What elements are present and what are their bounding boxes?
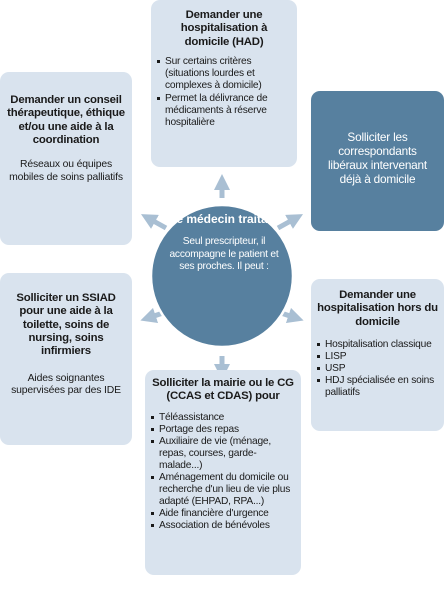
node-ssiad: Solliciter un SSIAD pour une aide à la t…: [0, 273, 132, 445]
list-item: Association de bénévoles: [151, 520, 295, 532]
list-item: USP: [317, 363, 438, 375]
node-hospitalisation-list: Hospitalisation classique LISP USP HDJ s…: [317, 339, 438, 399]
center-description: Seul prescripteur, il accompagne le pati…: [169, 236, 279, 272]
node-correspondants-text: Solliciter les correspondants libéraux i…: [328, 130, 427, 186]
arrow-to-left-top: [141, 214, 168, 231]
center-title: Le médecin traitant: [168, 212, 280, 226]
node-conseil-title: Demander un conseil thérapeutique, éthiq…: [7, 94, 125, 147]
list-item: Portage des repas: [151, 424, 295, 436]
arrow-to-right-top: [276, 214, 303, 231]
node-ssiad-note: Aides soignantes supervisées par des IDE: [11, 372, 121, 397]
node-hospitalisation: Demander une hospitalisation hors du dom…: [311, 279, 444, 431]
list-item: Aménagement du domicile ou recherche d'u…: [151, 472, 295, 508]
center-circle: [149, 203, 295, 349]
node-conseil: Demander un conseil thérapeutique, éthiq…: [0, 72, 132, 245]
list-item: Sur certains critères (situations lourde…: [157, 56, 291, 92]
node-had-title: Demander une hospitalisation à domicile …: [180, 9, 268, 48]
node-conseil-note: Réseaux ou équipes mobiles de soins pall…: [9, 159, 123, 184]
node-correspondants: Solliciter les correspondants libéraux i…: [311, 91, 444, 231]
node-had-list: Sur certains critères (situations lourde…: [157, 56, 291, 129]
node-mairie: Solliciter la mairie ou le CG (CCAS et C…: [145, 370, 301, 575]
list-item: HDJ spécialisée en soins palliatifs: [317, 375, 438, 399]
list-item: Téléassistance: [151, 412, 295, 424]
list-item: Hospitalisation classique: [317, 339, 438, 351]
list-item: LISP: [317, 351, 438, 363]
node-hospitalisation-title: Demander une hospitalisation hors du dom…: [317, 289, 438, 328]
list-item: Aide financière d'urgence: [151, 508, 295, 520]
node-mairie-list: Téléassistance Portage des repas Auxilia…: [151, 412, 295, 532]
center-node: Le médecin traitant Seul prescripteur, i…: [162, 204, 286, 350]
node-mairie-title: Solliciter la mairie ou le CG (CCAS et C…: [152, 377, 294, 403]
node-had: Demander une hospitalisation à domicile …: [151, 0, 297, 167]
node-ssiad-title: Solliciter un SSIAD pour une aide à la t…: [16, 292, 116, 358]
list-item: Auxiliaire de vie (ménage, repas, course…: [151, 436, 295, 472]
list-item: Permet la délivrance de médicaments à ré…: [157, 93, 291, 129]
